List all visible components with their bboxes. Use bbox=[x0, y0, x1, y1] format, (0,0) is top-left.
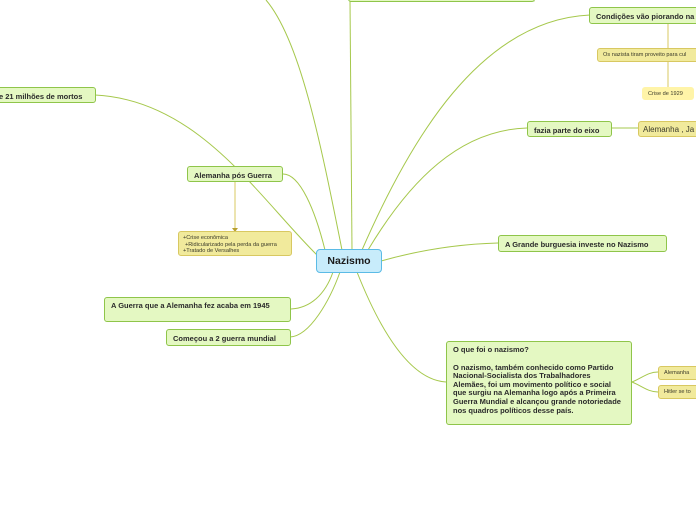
central-topic-label: Nazismo bbox=[327, 255, 371, 267]
branch-label-pos-guerra: Alemanha pós Guerra bbox=[194, 171, 272, 180]
branch-node-condicoes[interactable]: Condições vão piorando na bbox=[589, 7, 696, 24]
note-hitler-sub[interactable]: Hitler se to bbox=[658, 385, 696, 399]
link-pos-guerra bbox=[282, 173, 326, 251]
note-line-versalhes: +Tratado de Versalhes bbox=[183, 248, 240, 255]
branch-node-definicao[interactable]: O que foi o nazismo? O nazismo, também c… bbox=[446, 341, 632, 425]
link-top-center bbox=[349, 0, 353, 251]
link-top-left bbox=[265, 0, 343, 251]
note-eixo-paises[interactable]: Alemanha , Ja bbox=[638, 121, 696, 137]
branch-label-condicoes: Condições vão piorando na bbox=[596, 12, 695, 21]
central-topic[interactable]: Nazismo bbox=[316, 249, 382, 273]
branch-node-fim-guerra[interactable]: A Guerra que a Alemanha fez acaba em 194… bbox=[104, 297, 291, 322]
link-segunda-guerra bbox=[289, 271, 341, 338]
branch-label-segunda-guerra: Começou a 2 guerra mundial bbox=[173, 334, 276, 343]
branch-node-pos-guerra[interactable]: Alemanha pós Guerra bbox=[187, 166, 283, 182]
branch-label-eixo: fazia parte do eixo bbox=[534, 126, 600, 135]
note-label-crise-1929: Crise de 1929 bbox=[648, 91, 683, 97]
note-nazistas-proveito[interactable]: Os nazista tiram proveito para cul bbox=[597, 48, 696, 62]
note-pos-guerra[interactable]: +Crise econômica +Ridicularizado pela pe… bbox=[178, 231, 292, 256]
branch-label-mortos: e 21 milhões de mortos bbox=[0, 92, 83, 101]
link-burguesia bbox=[380, 242, 499, 262]
link-eixo bbox=[367, 127, 528, 251]
arrow-head bbox=[232, 228, 238, 232]
note-label-nazistas-proveito: Os nazista tiram proveito para cul bbox=[603, 52, 687, 58]
branch-node-burguesia[interactable]: A Grande burguesia investe no Nazismo bbox=[498, 235, 667, 252]
branch-label-fim-guerra: A Guerra que a Alemanha fez acaba em 194… bbox=[111, 301, 270, 310]
link-definicao bbox=[356, 271, 447, 383]
link-alemanha-sub bbox=[631, 371, 659, 383]
note-crise-1929[interactable]: Crise de 1929 bbox=[642, 87, 694, 100]
branch-label-burguesia: A Grande burguesia investe no Nazismo bbox=[505, 240, 649, 249]
link-hitler-sub bbox=[631, 381, 659, 393]
branch-node-mortos[interactable]: e 21 milhões de mortos bbox=[0, 87, 96, 103]
definicao-body: O nazismo, também conhecido como Partido… bbox=[453, 362, 621, 415]
branch-node-eixo[interactable]: fazia parte do eixo bbox=[527, 121, 612, 137]
note-line-ridicularizado: +Ridicularizado pela perda da guerra bbox=[185, 241, 277, 248]
note-line-crise: +Crise econômica bbox=[183, 235, 228, 241]
note-label-hitler-sub: Hitler se to bbox=[664, 389, 691, 395]
note-alemanha-sub[interactable]: Alemanha bbox=[658, 366, 696, 380]
note-label-eixo-paises: Alemanha , Ja bbox=[643, 125, 695, 134]
branch-node-segunda-guerra[interactable]: Começou a 2 guerra mundial bbox=[166, 329, 291, 346]
link-fim-guerra bbox=[290, 271, 334, 310]
branch-node-top-partial[interactable] bbox=[348, 0, 535, 2]
definicao-title: O que foi o nazismo? bbox=[453, 345, 529, 354]
link-mortos bbox=[94, 94, 321, 259]
note-label-alemanha-sub: Alemanha bbox=[664, 370, 690, 376]
link-condicoes bbox=[361, 14, 591, 251]
